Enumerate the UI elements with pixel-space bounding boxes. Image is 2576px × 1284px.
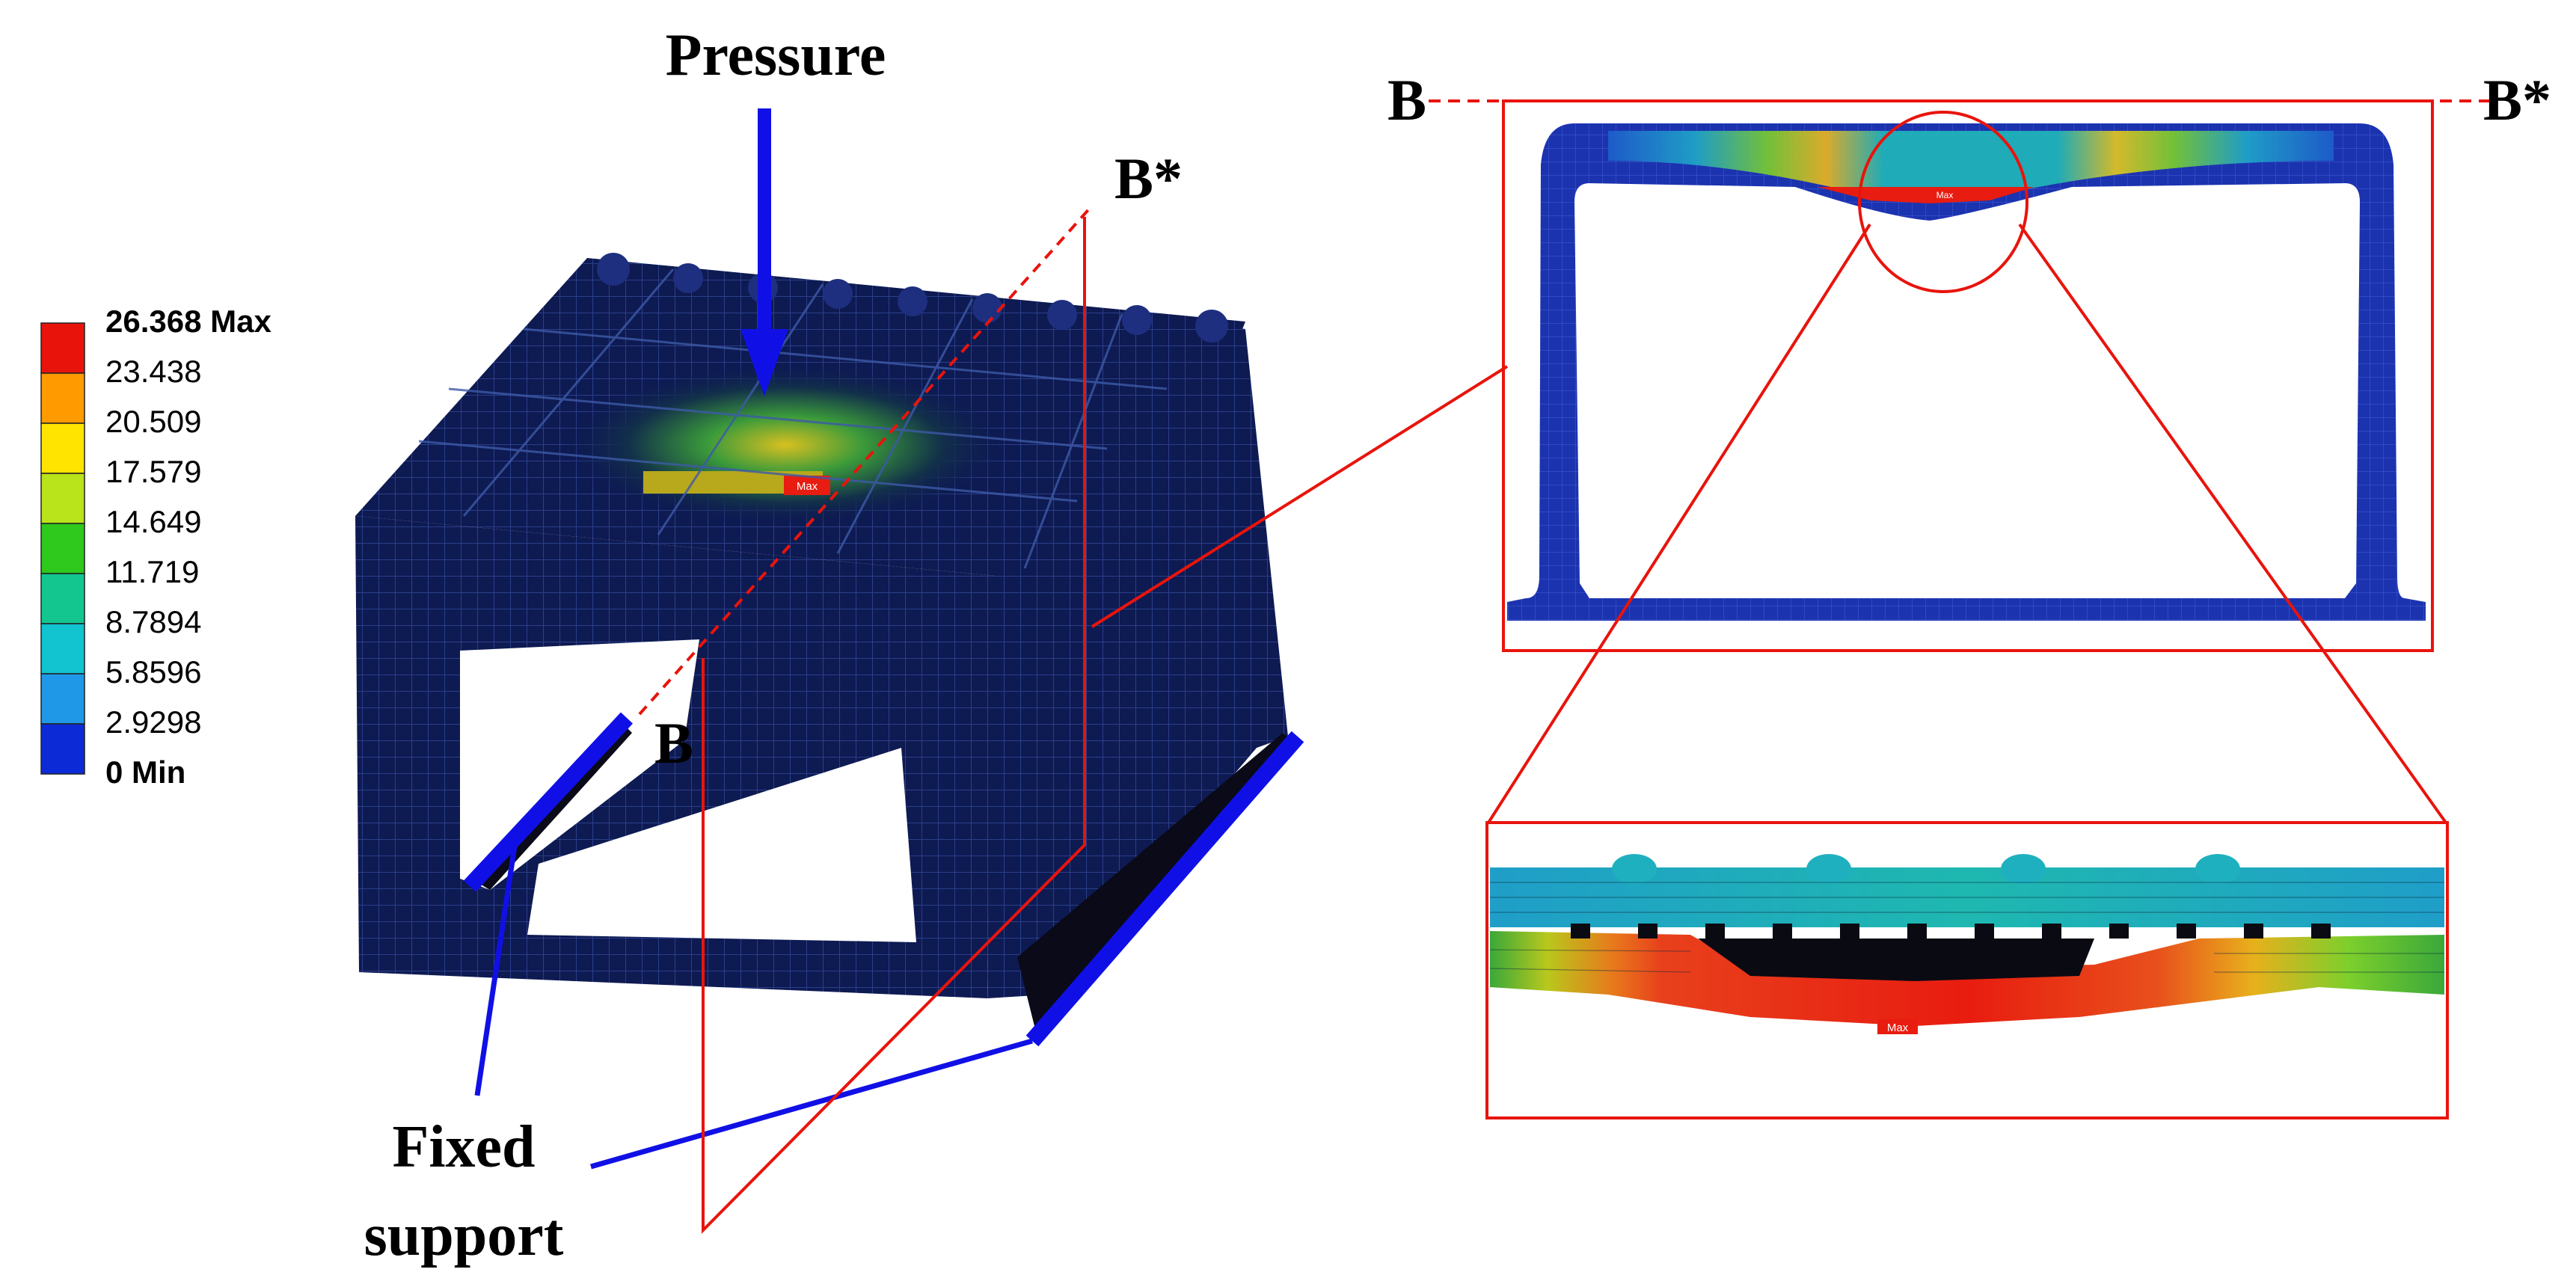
legend-label-0: 26.368 Max <box>105 304 272 339</box>
legend-swatch-2 <box>40 423 85 474</box>
zoom-view: Max <box>1485 821 2449 1119</box>
legend-label-6: 8.7894 <box>105 604 201 639</box>
fixed-support-label-line1: Fixed <box>392 1114 535 1180</box>
legend-swatch-7 <box>40 673 85 725</box>
section-frame-shape <box>1507 123 2426 621</box>
legend-swatch-5 <box>40 573 85 624</box>
zoom-max-marker <box>1877 1019 1918 1034</box>
legend-swatch-4 <box>40 523 85 574</box>
zoom-callout-lines <box>1487 223 2447 824</box>
legend-labels: 26.368 Max 23.438 20.509 17.579 14.649 11.719… <box>105 304 272 790</box>
pressure-arrow <box>740 108 788 396</box>
legend-swatch-6 <box>40 623 85 675</box>
legend-swatch-1 <box>40 372 85 424</box>
section-label-b-star: B* <box>1114 146 1183 211</box>
stress-legend: 26.368 Max 23.438 20.509 17.579 14.649 11.719… <box>40 304 272 790</box>
legend-label-8: 2.9298 <box>105 704 201 740</box>
fixed-support-leaders <box>474 835 1033 1170</box>
model-top-grid <box>418 268 1168 569</box>
zoom-mesh-lines <box>1489 882 2444 973</box>
legend-label-1: 23.438 <box>105 354 201 389</box>
legend-color-bar <box>40 322 85 775</box>
section-max-marker <box>1928 188 1961 200</box>
section-max-zone <box>1818 187 2034 203</box>
section-view-label-b: B <box>1387 67 1426 132</box>
fea-3d-model: Max <box>355 253 1294 1032</box>
model-right-rail <box>1017 733 1294 1032</box>
fixed-support-label-line2: support <box>364 1202 564 1268</box>
section-plane <box>638 204 1094 1234</box>
zoom-ribs <box>1571 924 2331 939</box>
fixed-supports <box>463 712 1304 1047</box>
section-callout-lines <box>1091 365 1509 628</box>
legend-swatch-8 <box>40 723 85 775</box>
section-top-beam-stress <box>1608 131 2334 198</box>
zoom-core <box>1698 939 2094 981</box>
zoom-max-tag: Max <box>1887 1022 1909 1034</box>
legend-label-7: 5.8596 <box>105 654 201 689</box>
zoom-circle <box>1858 111 2028 293</box>
legend-label-4: 14.649 <box>105 504 201 539</box>
model-top-stress-zone <box>561 363 1010 527</box>
legend-label-3: 17.579 <box>105 454 201 489</box>
pressure-label: Pressure <box>666 22 886 88</box>
model-max-tag: Max <box>797 480 818 493</box>
legend-label-9: 0 Min <box>105 755 185 790</box>
section-view-label-b-star: B* <box>2483 67 2551 132</box>
legend-label-5: 11.719 <box>105 554 199 589</box>
section-view: B B* Max <box>1387 67 2551 652</box>
legend-swatch-0 <box>40 322 85 374</box>
section-view-frame <box>1502 99 2434 652</box>
legend-swatch-3 <box>40 473 85 524</box>
model-front-face <box>355 516 1204 998</box>
section-max-tag: Max <box>1936 190 1954 200</box>
legend-label-2: 20.509 <box>105 404 201 439</box>
zoom-bumps <box>1612 854 2240 884</box>
section-label-b: B <box>654 710 693 775</box>
